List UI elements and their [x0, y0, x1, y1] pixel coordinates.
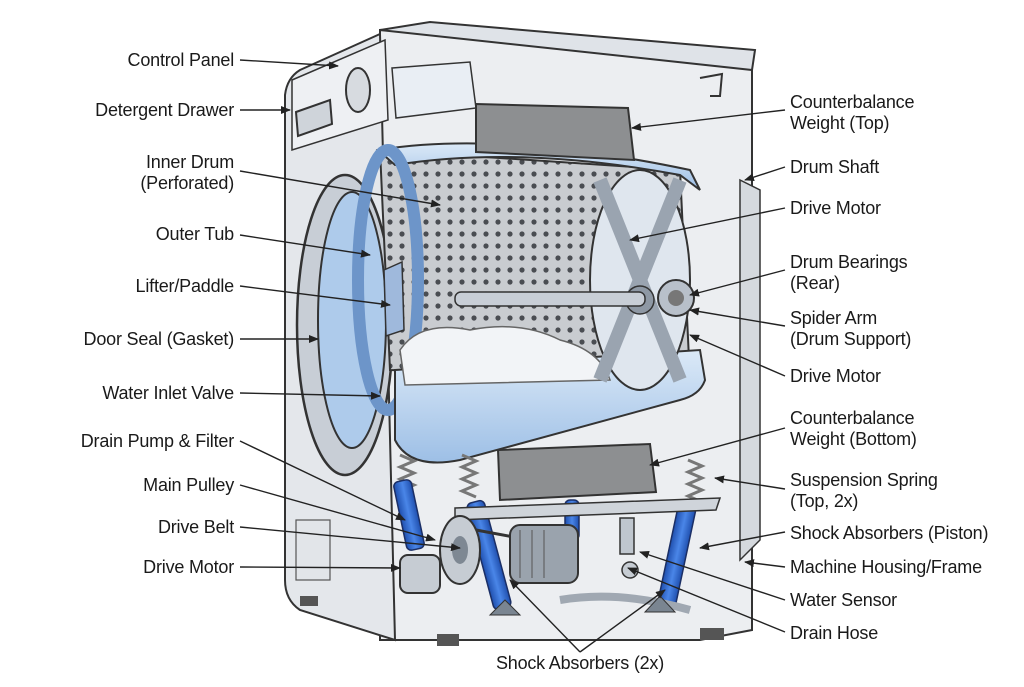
water-sensor: [619, 517, 635, 555]
shock-mounts: [488, 595, 677, 616]
shock-absorbers: [393, 479, 698, 611]
label-water-inlet-valve: Water Inlet Valve: [102, 383, 234, 403]
label-inner-drum: Inner Drum (Perforated): [140, 152, 234, 193]
counterbalance-weight-top: [475, 102, 636, 162]
lifter-paddle: [383, 260, 405, 338]
label-drain-hose: Drain Hose: [790, 623, 879, 643]
label-door-seal: Door Seal (Gasket): [83, 329, 235, 349]
main-pulley: [439, 515, 481, 585]
label-water-sensor: Water Sensor: [790, 590, 897, 610]
counterbalance-weight-bottom: [496, 442, 658, 502]
label-shock-absorbers-piston: Shock Absorbers (Piston): [790, 523, 989, 543]
label-counterbalance-bottom: Counterbalance Weight (Bottom): [790, 408, 917, 449]
label-lifter-paddle: Lifter/Paddle: [135, 276, 235, 296]
label-drum-shaft: Drum Shaft: [790, 157, 880, 177]
control-knob: [345, 67, 371, 113]
spider-arm: [589, 169, 691, 391]
label-counterbalance-top: Counterbalance Weight (Top): [790, 92, 915, 133]
label-detergent-drawer: Detergent Drawer: [95, 100, 234, 120]
label-shock-absorbers-2x: Shock Absorbers (2x): [495, 653, 665, 673]
label-suspension-spring: Suspension Spring (Top, 2x): [790, 470, 938, 511]
label-control-panel: Control Panel: [127, 50, 235, 70]
label-drive-belt: Drive Belt: [157, 517, 234, 537]
label-spider-arm: Spider Arm (Drum Support): [790, 308, 912, 349]
label-drive-motor-upper: Drive Motor: [790, 198, 881, 218]
drive-motor: [509, 524, 579, 584]
label-drive-motor-left: Drive Motor: [143, 557, 234, 577]
laundry: [399, 325, 612, 386]
drum-shaft: [454, 291, 646, 307]
label-drive-motor-mid: Drive Motor: [790, 366, 881, 386]
label-drum-bearings: Drum Bearings (Rear): [790, 252, 908, 293]
label-main-pulley: Main Pulley: [143, 475, 234, 495]
label-outer-tub: Outer Tub: [155, 224, 234, 244]
label-machine-housing: Machine Housing/Frame: [790, 557, 982, 577]
label-drain-pump-filter: Drain Pump & Filter: [80, 431, 234, 451]
detergent-drawer-slot: [294, 98, 334, 138]
drum-bearings: [657, 279, 695, 317]
drain-pump-filter: [399, 554, 441, 594]
leader-lines: [239, 59, 786, 653]
drain-hose: [559, 592, 692, 614]
